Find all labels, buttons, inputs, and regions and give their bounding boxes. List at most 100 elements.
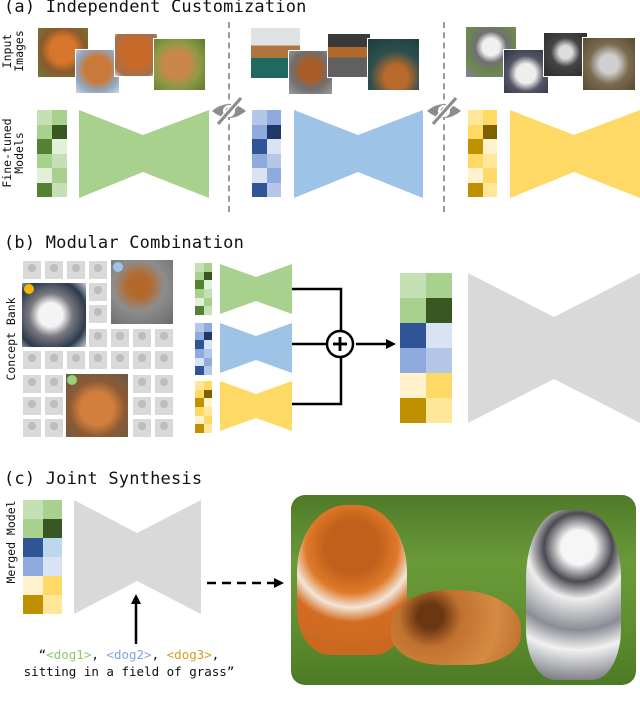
section-c-title: (c) Joint Synthesis <box>4 469 203 489</box>
prompt-arrow-icon <box>131 594 141 644</box>
model-bowtie-dog1 <box>79 110 209 198</box>
concept-thumb <box>132 350 152 370</box>
matrix-cell <box>482 124 497 139</box>
matrix-cell <box>252 168 267 183</box>
matrix-cell <box>266 139 281 154</box>
merged-weights-matrix <box>400 273 452 423</box>
concept-marker-dog3 <box>24 284 34 294</box>
matrix-cell <box>37 168 52 183</box>
model-bowtie-dog3-b <box>220 381 292 431</box>
matrix-cell <box>252 124 267 139</box>
synthesis-model-bowtie <box>74 500 201 614</box>
matrix-cell <box>468 110 483 125</box>
concept-thumb <box>132 374 152 394</box>
text-prompt: “<dog1>, <dog2>, <dog3>, sitting in a fi… <box>23 647 235 679</box>
matrix-cell <box>426 348 452 373</box>
concept-thumb <box>132 418 152 438</box>
combination-connectors <box>292 287 396 406</box>
matrix-cell <box>203 271 212 281</box>
matrix-cell <box>252 139 267 154</box>
generate-arrow-icon <box>207 578 284 588</box>
matrix-cell <box>482 182 497 197</box>
matrix-cell <box>203 297 212 307</box>
concept-marker-dog1 <box>67 375 77 385</box>
matrix-cell <box>23 595 43 614</box>
section-a-title: (a) Independent Customization <box>4 0 307 17</box>
matrix-cell <box>195 340 204 349</box>
matrix-cell <box>203 289 212 298</box>
concept-thumb <box>88 260 108 280</box>
concept-thumb <box>154 374 174 394</box>
matrix-cell <box>266 124 281 139</box>
weights-matrix-dog2 <box>252 110 281 197</box>
concept-thumb <box>22 374 42 394</box>
matrix-cell <box>42 595 62 614</box>
concept-thumb <box>44 418 64 438</box>
matrix-cell <box>52 110 67 125</box>
concept-thumb <box>44 350 64 370</box>
matrix-cell <box>426 298 452 323</box>
concept-thumb <box>154 396 174 416</box>
concept-thumb <box>154 328 174 348</box>
matrix-cell <box>52 124 67 139</box>
concept-thumb <box>132 396 152 416</box>
matrix-cell <box>468 124 483 139</box>
matrix-cell <box>468 182 483 197</box>
matrix-cell <box>195 381 204 390</box>
matrix-cell <box>195 389 204 399</box>
matrix-cell <box>37 139 52 154</box>
matrix-cell <box>42 557 62 576</box>
photo-dog1-4 <box>153 38 206 91</box>
matrix-cell <box>203 389 212 399</box>
eye-slash-icon <box>212 96 246 126</box>
model-bowtie-dog1-b <box>220 264 292 314</box>
matrix-cell <box>42 500 62 519</box>
concept-bank-label: Concept Bank <box>4 297 18 381</box>
photo-dog3-4 <box>582 37 636 91</box>
photo-dog2-4 <box>367 38 420 91</box>
merged-weights-matrix-c <box>23 500 62 614</box>
matrix-cell <box>266 182 281 197</box>
circled-plus-icon <box>325 329 355 359</box>
photo-dog1-2 <box>75 49 120 94</box>
matrix-cell <box>52 153 67 168</box>
matrix-cell <box>195 323 204 332</box>
matrix-cell <box>195 297 204 307</box>
matrix-cell <box>400 398 426 423</box>
matrix-cell <box>426 373 452 398</box>
section-b-title: (b) Modular Combination <box>4 233 245 253</box>
matrix-cell <box>23 519 43 538</box>
merged-model-label: Merged Model <box>4 500 18 584</box>
matrix-cell <box>195 357 204 367</box>
concept-thumb <box>154 418 174 438</box>
matrix-cell <box>482 168 497 183</box>
matrix-cell <box>42 538 62 557</box>
matrix-cell <box>203 415 212 425</box>
token-dog3: <dog3> <box>166 647 212 662</box>
matrix-cell <box>252 182 267 197</box>
matrix-cell <box>42 576 62 595</box>
matrix-cell <box>203 357 212 367</box>
matrix-cell <box>23 576 43 595</box>
matrix-cell <box>482 139 497 154</box>
concept-thumb <box>22 350 42 370</box>
matrix-cell <box>195 366 204 375</box>
generated-image <box>291 495 636 685</box>
matrix-cell <box>52 168 67 183</box>
arrow-right-icon <box>386 339 396 349</box>
matrix-cell <box>195 331 204 341</box>
concept-thumb <box>88 282 108 302</box>
matrix-cell <box>37 153 52 168</box>
concept-thumb <box>154 350 174 370</box>
matrix-cell <box>195 289 204 298</box>
photo-dog1-3 <box>114 33 158 77</box>
concept-thumb <box>66 350 86 370</box>
matrix-cell <box>195 271 204 281</box>
matrix-cell <box>42 519 62 538</box>
matrix-cell <box>37 182 52 197</box>
matrix-cell <box>203 424 212 433</box>
matrix-cell <box>52 139 67 154</box>
token-dog2: <dog2> <box>106 647 152 662</box>
concept-thumb <box>22 396 42 416</box>
photo-dog2-3 <box>327 33 371 78</box>
